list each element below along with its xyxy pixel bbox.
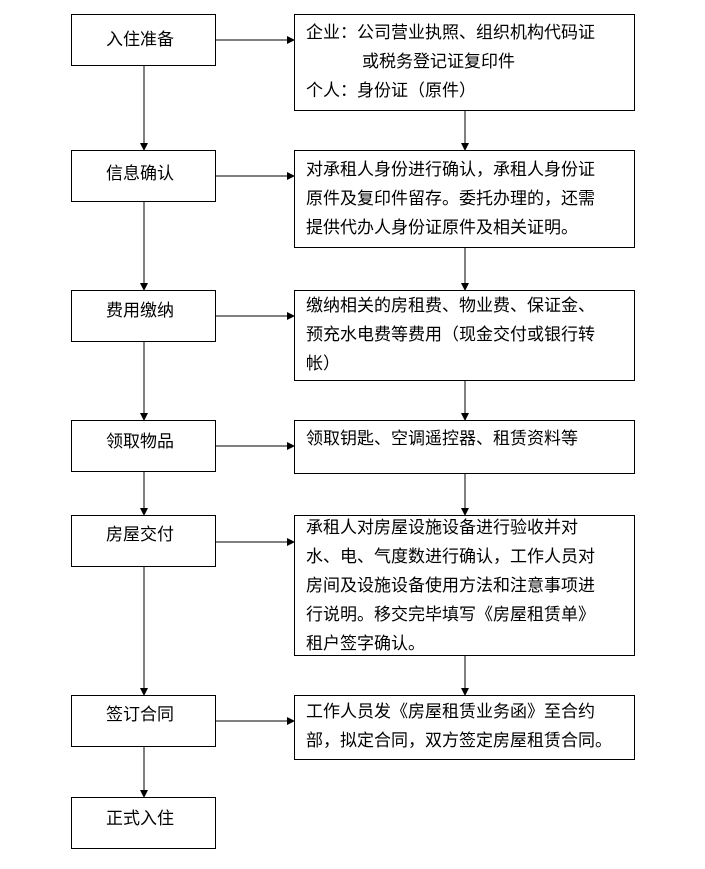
detail-line: 原件及复印件留存。委托办理的，还需 [306, 189, 595, 209]
detail-text-sign-contract: 工作人员发《房屋租赁业务函》至合约 部，拟定合同，双方签定房屋租赁合同。 [306, 698, 612, 756]
detail-box-sign-contract: 工作人员发《房屋租赁业务函》至合约 部，拟定合同，双方签定房屋租赁合同。 [294, 695, 635, 760]
step-label-info-confirm: 信息确认 [106, 164, 174, 184]
detail-box-handover: 承租人对房屋设施设备进行验收并对 水、电、气度数进行确认，工作人员对 房间及设施… [294, 515, 635, 656]
step-box-collect-items: 领取物品 [71, 420, 216, 472]
detail-text-collect-items: 领取钥匙、空调遥控器、租赁资料等 [306, 425, 578, 454]
detail-line: 水、电、气度数进行确认，工作人员对 [306, 547, 595, 567]
detail-text-info-confirm: 对承租人身份进行确认，承租人身份证 原件及复印件留存。委托办理的，还需 提供代办… [306, 156, 595, 243]
step-label-move-in-prep: 入住准备 [106, 30, 174, 50]
detail-text-handover: 承租人对房屋设施设备进行验收并对 水、电、气度数进行确认，工作人员对 房间及设施… [306, 514, 595, 659]
detail-line: 领取钥匙、空调遥控器、租赁资料等 [306, 429, 578, 449]
step-label-official-move-in: 正式入住 [106, 809, 174, 829]
detail-box-collect-items: 领取钥匙、空调遥控器、租赁资料等 [294, 420, 635, 474]
step-box-move-in-prep: 入住准备 [71, 14, 216, 66]
step-box-fee-payment: 费用缴纳 [71, 290, 216, 342]
detail-line: 工作人员发《房屋租赁业务函》至合约 [306, 702, 595, 722]
step-box-sign-contract: 签订合同 [71, 695, 216, 747]
detail-text-move-in-prep: 企业：公司营业执照、组织机构代码证 或税务登记证复印件 个人：身份证（原件） [306, 19, 595, 106]
detail-line: 个人：身份证（原件） [306, 81, 476, 101]
detail-line: 帐） [306, 354, 340, 374]
detail-line: 承租人对房屋设施设备进行验收并对 [306, 518, 578, 538]
detail-line: 房间及设施设备使用方法和注意事项进 [306, 576, 595, 596]
detail-text-fee-payment: 缴纳相关的房租费、物业费、保证金、 预充水电费等费用（现金交付或银行转 帐） [306, 292, 595, 379]
detail-line: 预充水电费等费用（现金交付或银行转 [306, 325, 595, 345]
detail-box-move-in-prep: 企业：公司营业执照、组织机构代码证 或税务登记证复印件 个人：身份证（原件） [294, 14, 635, 111]
detail-line: 租户签字确认。 [306, 634, 425, 654]
detail-box-info-confirm: 对承租人身份进行确认，承租人身份证 原件及复印件留存。委托办理的，还需 提供代办… [294, 150, 635, 248]
detail-line: 部，拟定合同，双方签定房屋租赁合同。 [306, 731, 612, 751]
detail-line: 行说明。移交完毕填写《房屋租赁单》 [306, 605, 595, 625]
step-label-sign-contract: 签订合同 [106, 705, 174, 725]
detail-box-fee-payment: 缴纳相关的房租费、物业费、保证金、 预充水电费等费用（现金交付或银行转 帐） [294, 290, 635, 381]
step-box-info-confirm: 信息确认 [71, 150, 216, 202]
detail-line: 对承租人身份进行确认，承租人身份证 [306, 160, 595, 180]
detail-line: 企业：公司营业执照、组织机构代码证 [306, 23, 595, 43]
step-label-fee-payment: 费用缴纳 [106, 301, 174, 321]
detail-line: 提供代办人身份证原件及相关证明。 [306, 218, 578, 238]
step-label-collect-items: 领取物品 [106, 432, 174, 452]
step-box-handover: 房屋交付 [71, 515, 216, 567]
detail-line: 缴纳相关的房租费、物业费、保证金、 [306, 296, 595, 316]
detail-line: 或税务登记证复印件 [362, 52, 515, 72]
step-label-handover: 房屋交付 [106, 525, 174, 545]
step-box-official-move-in: 正式入住 [71, 797, 216, 849]
